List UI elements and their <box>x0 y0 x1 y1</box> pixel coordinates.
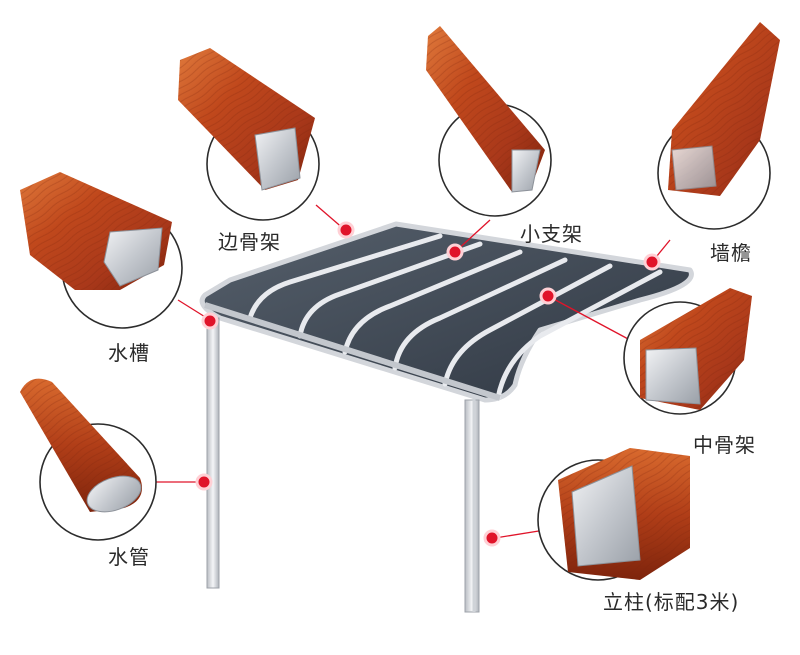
marker-gutter <box>201 312 219 330</box>
marker-middle-frame <box>539 287 557 305</box>
awning-structure <box>199 221 694 613</box>
label-middle-frame: 中骨架 <box>693 433 756 457</box>
marker-water-pipe <box>195 473 213 491</box>
label-water-pipe: 水管 <box>108 545 150 569</box>
marker-eave <box>643 253 661 271</box>
red-markers <box>195 221 661 547</box>
callout-small-bracket <box>426 26 552 217</box>
callout-side-frame <box>178 48 320 221</box>
front-beam <box>204 302 501 401</box>
left-post <box>206 317 220 589</box>
marker-side-frame <box>337 221 355 239</box>
callout-gutter <box>20 172 183 329</box>
callout-eave <box>657 22 780 230</box>
roof-panel <box>199 221 694 403</box>
label-gutter: 水槽 <box>108 341 150 365</box>
marker-post <box>483 529 501 547</box>
label-eave: 墙檐 <box>710 241 752 265</box>
label-post: 立柱(标配3米) <box>603 590 740 614</box>
right-post <box>464 399 480 613</box>
label-small-bracket: 小支架 <box>520 222 583 246</box>
callout-post <box>537 448 690 581</box>
callout-middle-frame <box>623 288 752 415</box>
roof-rafters <box>247 233 663 401</box>
callout-water-pipe <box>20 378 157 541</box>
marker-small-bracket <box>446 243 464 261</box>
label-side-frame: 边骨架 <box>218 230 281 254</box>
